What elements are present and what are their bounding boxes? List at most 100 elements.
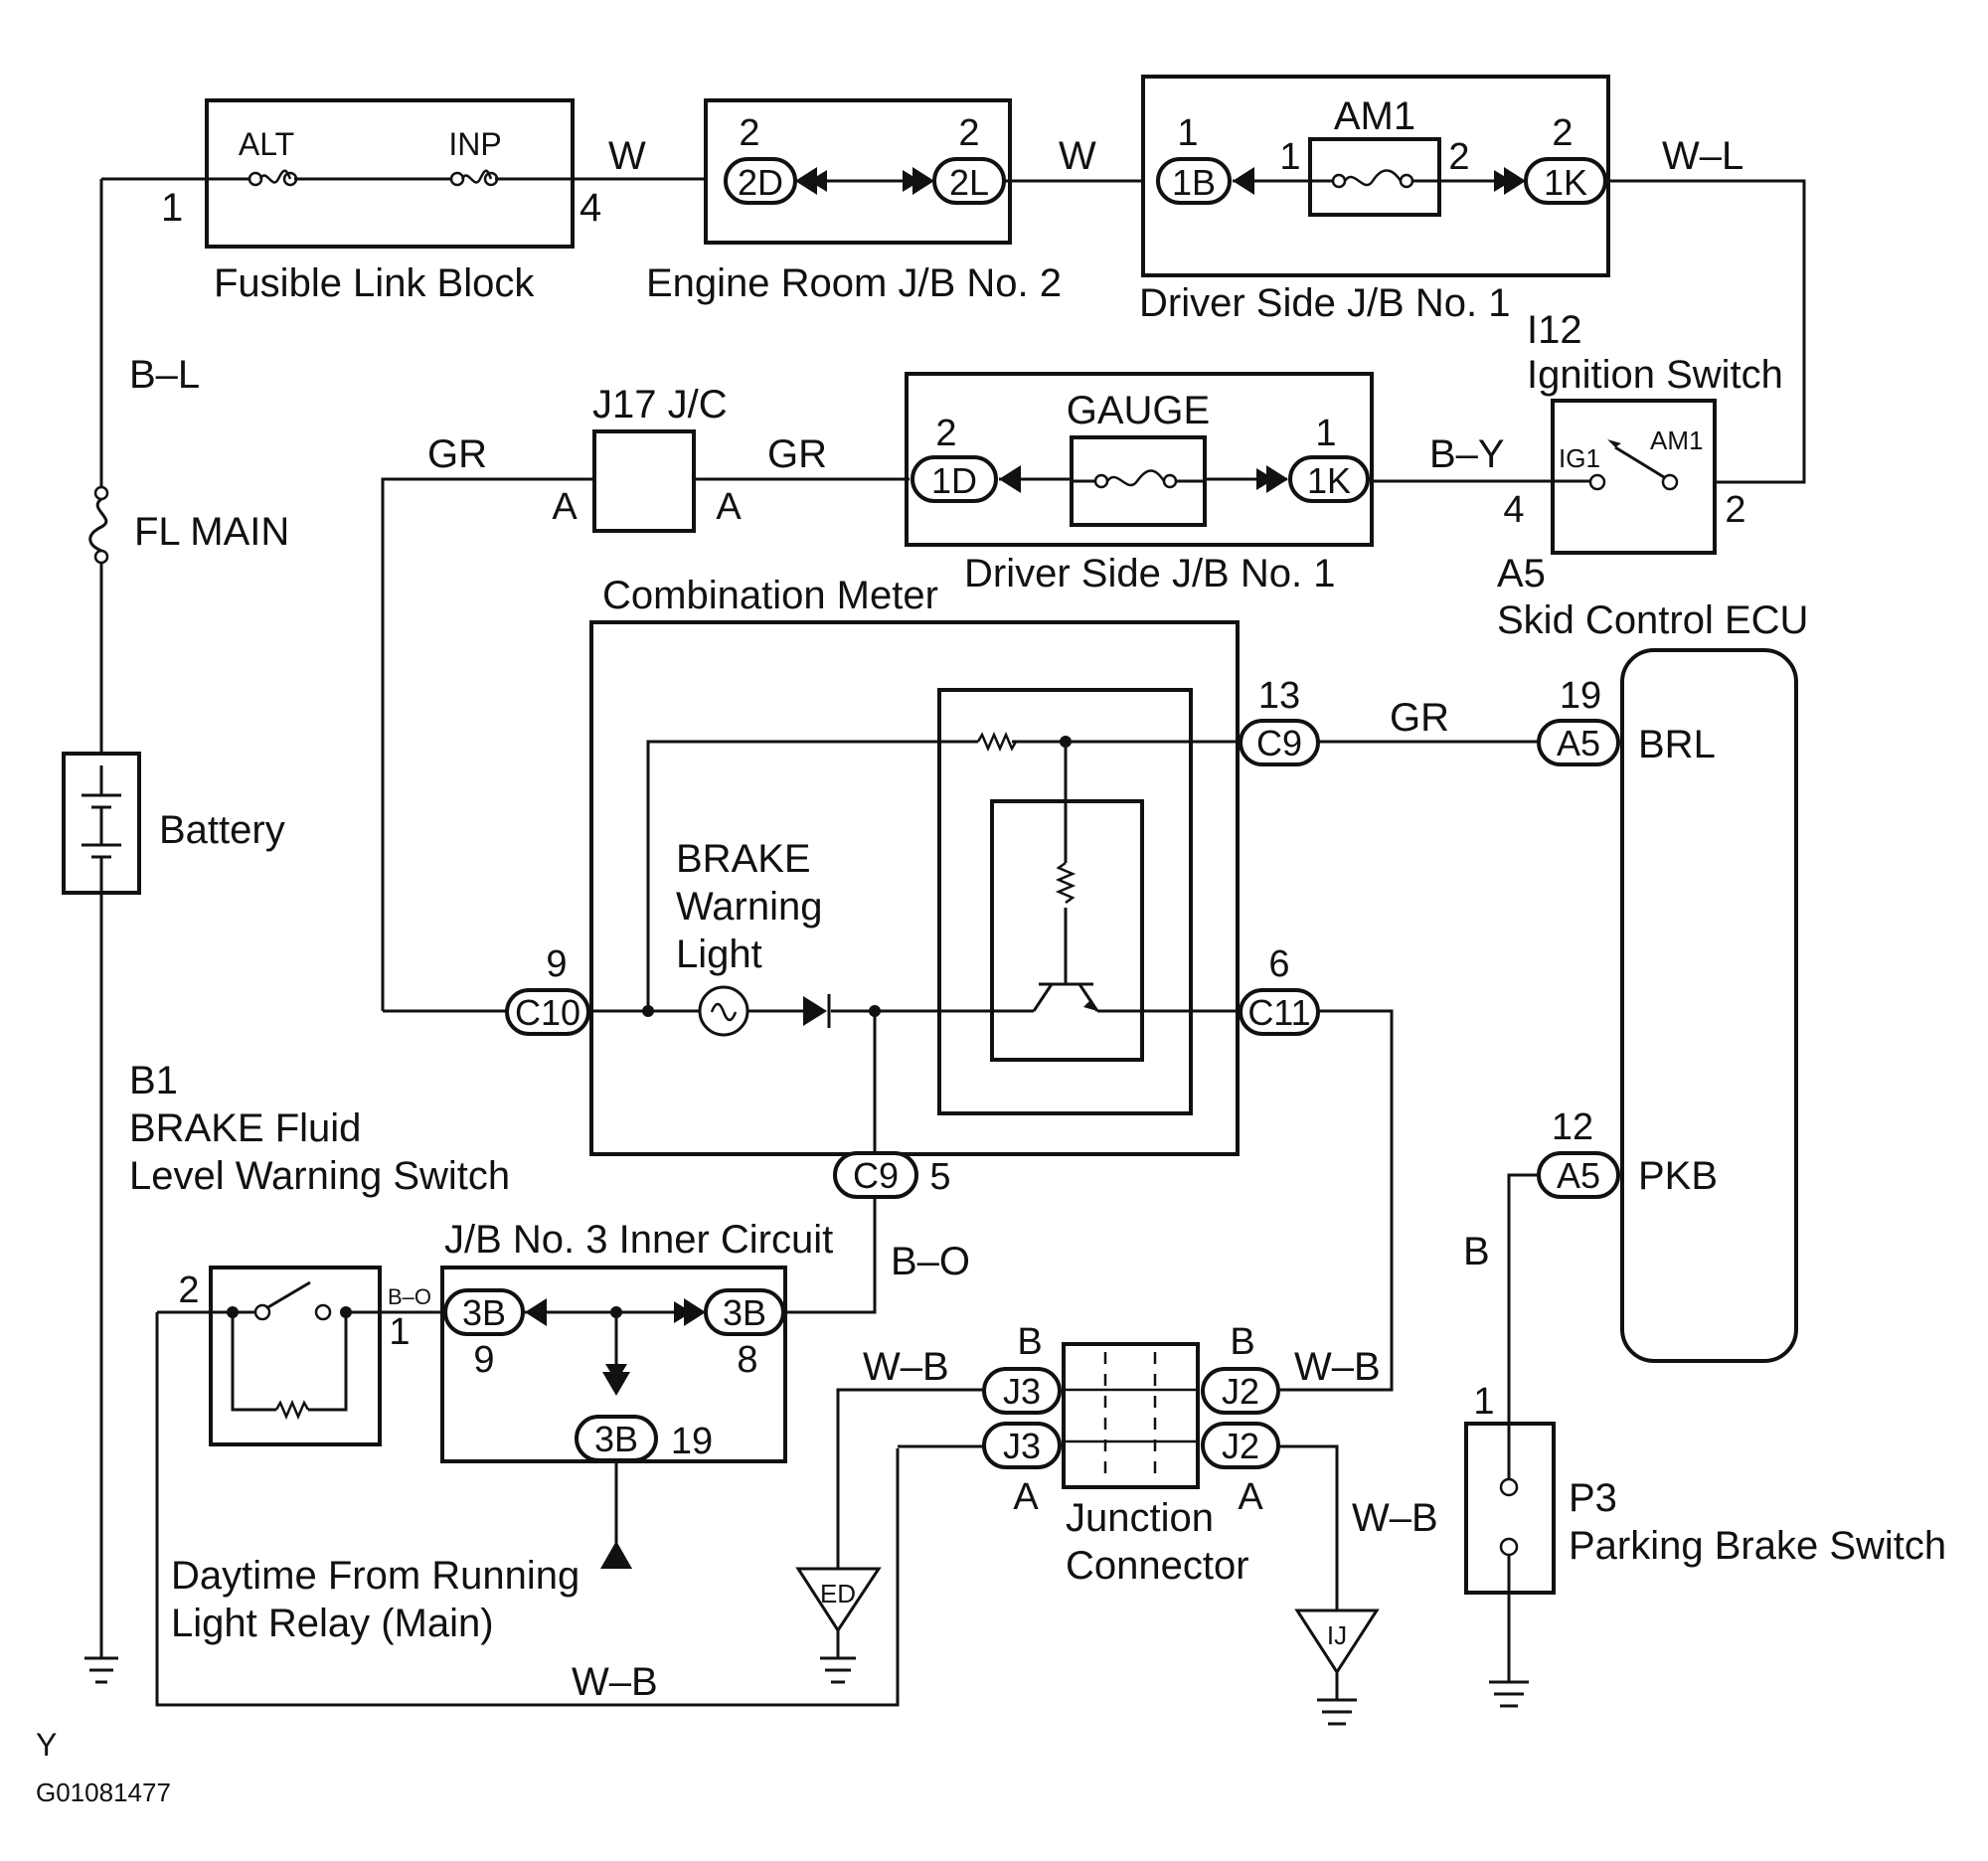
connector-arrow-icon bbox=[1233, 167, 1254, 195]
wire-color-label: GR bbox=[427, 432, 487, 476]
drl-label: Daytime From Running bbox=[171, 1554, 580, 1598]
connector-id: 3B bbox=[723, 1292, 766, 1333]
connector-arrow-icon bbox=[795, 167, 827, 195]
connector-id: 3B bbox=[462, 1292, 506, 1333]
pin-label: B bbox=[1230, 1321, 1254, 1363]
meter-circuit-block bbox=[937, 688, 1193, 1115]
jb3-inner-circuit: J/B No. 3 Inner Circuit 3B 3B 3B 9 8 19 bbox=[440, 1218, 833, 1463]
fuse-alt-icon bbox=[248, 169, 298, 187]
lamp-label: Light bbox=[676, 932, 762, 976]
junction-connector: J3 J3 J2 J2 B B A A Junction Connector bbox=[982, 1321, 1280, 1588]
pin-label: 9 bbox=[473, 1339, 494, 1381]
pbs-code: P3 bbox=[1569, 1476, 1617, 1520]
wire-color-label: W bbox=[608, 134, 646, 178]
pin-label: A bbox=[552, 486, 578, 528]
wire-color-label: W–B bbox=[1294, 1345, 1381, 1389]
wire-color-label: W–B bbox=[863, 1345, 949, 1389]
ignition-switch: I12 Ignition Switch IG1 AM1 4 2 bbox=[1503, 308, 1783, 555]
fuse-am1-label: AM1 bbox=[1334, 94, 1415, 138]
connector-id: J2 bbox=[1222, 1426, 1259, 1466]
connector-pill bbox=[724, 157, 797, 205]
engine-room-jb2-label: Engine Room J/B No. 2 bbox=[646, 261, 1062, 305]
lamp-label: Warning bbox=[676, 885, 822, 929]
switch-lever-icon bbox=[265, 1280, 311, 1310]
connector-id: C11 bbox=[1247, 992, 1310, 1033]
connector-arrow-icon bbox=[999, 465, 1021, 493]
wire-color-label: W bbox=[1059, 134, 1096, 178]
pin-label: A bbox=[716, 486, 742, 528]
ground-ij: IJ bbox=[1294, 1608, 1380, 1726]
fuse-gauge-label: GAUGE bbox=[1067, 389, 1210, 432]
pin-label: 1 bbox=[1177, 112, 1198, 154]
ground-ed: ED bbox=[795, 1567, 882, 1684]
bfs-label: Level Warning Switch bbox=[129, 1154, 510, 1198]
ground-icon bbox=[84, 1656, 118, 1684]
combination-meter-label: Combination Meter bbox=[602, 574, 938, 617]
pin-label: 8 bbox=[737, 1339, 757, 1381]
connector-id: J2 bbox=[1222, 1371, 1259, 1412]
skid-control-ecu: A5 Skid Control ECU GR A5 19 BRL A5 12 P… bbox=[1318, 552, 1808, 1363]
connector-id: C9 bbox=[1256, 723, 1302, 763]
connector-pill bbox=[1537, 719, 1620, 766]
fuse-inp-icon bbox=[449, 169, 499, 187]
battery-icon bbox=[62, 752, 141, 895]
pin-label: 2 bbox=[1448, 136, 1469, 178]
connector-arrow-icon bbox=[674, 1298, 706, 1326]
connector-arrow-icon bbox=[1256, 465, 1288, 493]
ecu-terminal: BRL bbox=[1638, 723, 1716, 766]
pin-label: 2 bbox=[739, 112, 759, 154]
ignition-terminal: IG1 bbox=[1559, 443, 1600, 473]
connector-id: J3 bbox=[1003, 1371, 1041, 1412]
pin-label: 9 bbox=[546, 943, 567, 985]
driver-jb1-gauge-label: Driver Side J/B No. 1 bbox=[964, 552, 1335, 595]
ecu-label: Skid Control ECU bbox=[1497, 598, 1808, 642]
pin-label: 6 bbox=[1268, 943, 1289, 985]
wire-color-label: GR bbox=[767, 432, 827, 476]
connector-arrow-icon bbox=[525, 1298, 547, 1326]
driver-jb1-gauge: 1D 1K 2 1 GAUGE Driver Side J/B No. 1 bbox=[905, 372, 1374, 595]
pin-label: A bbox=[1238, 1476, 1263, 1518]
pin-label: 2 bbox=[1552, 112, 1573, 154]
ecu-code: A5 bbox=[1497, 552, 1546, 595]
ignition-switch-label: Ignition Switch bbox=[1527, 353, 1783, 397]
relay-terminal-icon bbox=[600, 1541, 632, 1569]
pin-label: 1 bbox=[1315, 413, 1336, 454]
pin-label: 13 bbox=[1258, 675, 1300, 717]
pin-label: 1 bbox=[389, 1311, 410, 1353]
ignition-terminal: AM1 bbox=[1650, 425, 1703, 455]
pin-label: B bbox=[1017, 1321, 1042, 1363]
connector-id: A5 bbox=[1557, 723, 1600, 763]
pbs-label: Parking Brake Switch bbox=[1569, 1524, 1946, 1568]
transistor-icon bbox=[1032, 979, 1099, 1012]
ground-icon bbox=[1489, 1680, 1529, 1708]
ecu-terminal: PKB bbox=[1638, 1154, 1718, 1198]
jb3-label: J/B No. 3 Inner Circuit bbox=[444, 1218, 833, 1262]
driver-jb1-top: 1B 1K 1 2 1 2 AM1 Driver Side J/B No. 1 bbox=[1139, 75, 1610, 325]
wire-color-label: W–B bbox=[572, 1660, 658, 1704]
fusible-link-block-label: Fusible Link Block bbox=[214, 261, 535, 305]
wire-color-label: W–B bbox=[1352, 1496, 1438, 1540]
connector-id: A5 bbox=[1557, 1155, 1600, 1196]
connector-arrow-icon bbox=[602, 1364, 630, 1396]
connector-id: C9 bbox=[853, 1155, 899, 1196]
resistor-icon bbox=[976, 731, 1018, 753]
wire-color-label: B–O bbox=[388, 1284, 431, 1309]
battery-label: Battery bbox=[159, 808, 285, 852]
driver-jb1-top-label: Driver Side J/B No. 1 bbox=[1139, 281, 1510, 325]
pin-label: 19 bbox=[1560, 675, 1601, 717]
connector-id: J3 bbox=[1003, 1426, 1041, 1466]
brake-fluid-switch: B1 BRAKE Fluid Level Warning Switch 2 1 bbox=[129, 1059, 510, 1446]
connector-id: 3B bbox=[594, 1419, 638, 1459]
connector-pill bbox=[1288, 455, 1370, 503]
connector-id: C10 bbox=[515, 992, 580, 1033]
pin-label: 4 bbox=[580, 186, 601, 230]
pin-label: 1 bbox=[161, 186, 183, 230]
pin-label: 12 bbox=[1552, 1106, 1593, 1148]
j17-box bbox=[592, 429, 696, 533]
warning-lamp-icon bbox=[698, 985, 749, 1037]
connector-id: 2L bbox=[949, 162, 989, 203]
fuse-gauge-icon bbox=[1072, 469, 1205, 489]
parking-brake-switch: 1 P3 Parking Brake Switch bbox=[1464, 1381, 1946, 1708]
